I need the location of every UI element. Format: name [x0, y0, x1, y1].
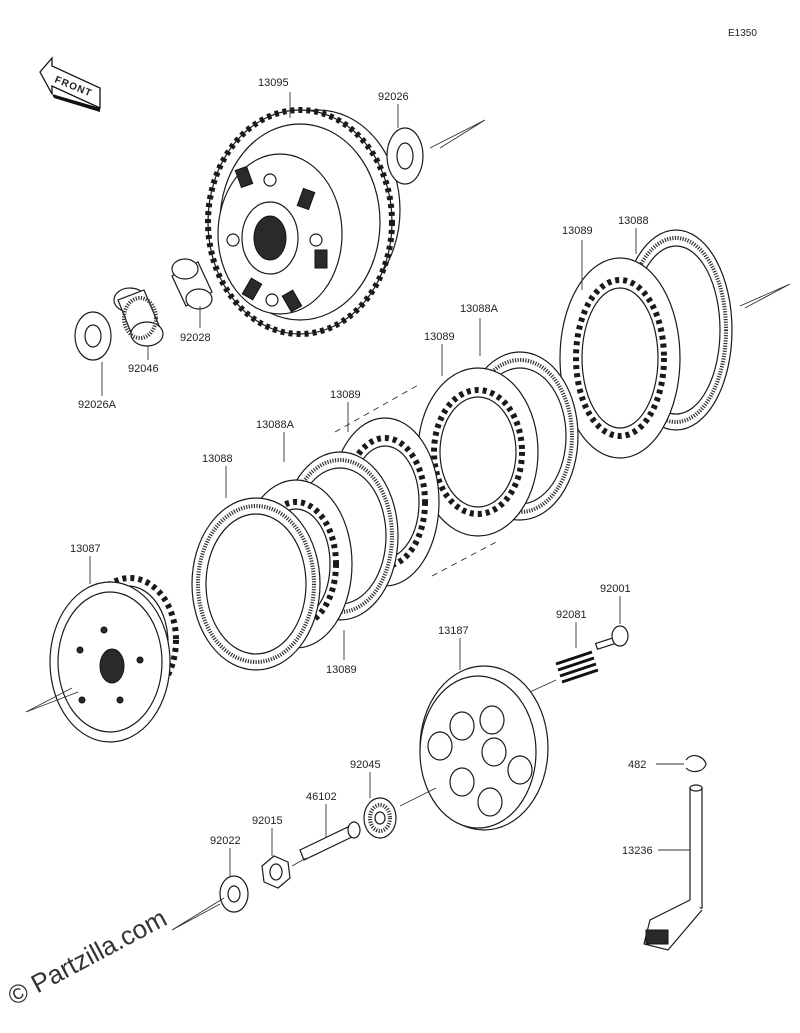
steel-plate-13089-top [559, 257, 681, 459]
washer-92026 [386, 127, 424, 185]
label-13088-top: 13088 [618, 215, 649, 227]
label-13095: 13095 [258, 77, 289, 89]
watermark: © Partzilla.com [3, 903, 172, 1012]
label-13088A-top: 13088A [460, 303, 499, 315]
label-92028: 92028 [180, 332, 211, 344]
needle-bearing-92046 [113, 287, 164, 347]
label-13089-bottom: 13089 [326, 664, 357, 676]
label-13089-top: 13089 [562, 225, 593, 237]
label-13236: 13236 [622, 845, 653, 857]
clutch-hub-13087 [49, 575, 179, 743]
spring-92081 [555, 650, 599, 684]
label-92046: 92046 [128, 363, 159, 375]
label-92001: 92001 [600, 583, 631, 595]
pressure-plate-13187 [419, 665, 549, 831]
washer-92022 [219, 875, 249, 913]
label-482: 482 [628, 759, 646, 771]
label-92015: 92015 [252, 815, 283, 827]
release-shaft-13236 [643, 784, 703, 951]
front-arrow-icon: FRONT [39, 56, 101, 112]
e-clip-482 [685, 755, 707, 773]
label-92026A: 92026A [78, 399, 117, 411]
label-92081: 92081 [556, 609, 587, 621]
bolt-92001 [594, 625, 629, 651]
sleeve-92028 [171, 258, 213, 310]
label-92045: 92045 [350, 759, 381, 771]
label-13089-left: 13089 [330, 389, 361, 401]
label-13089-mid: 13089 [424, 331, 455, 343]
steel-plate-13089-mid [417, 367, 539, 537]
diagram-code: E1350 [728, 28, 757, 39]
label-13088-left: 13088 [202, 453, 233, 465]
clutch-housing-13095 [205, 107, 401, 337]
ball-bearing-92045 [363, 797, 397, 839]
label-13088A-left: 13088A [256, 419, 295, 431]
friction-plate-13088-left [191, 497, 321, 671]
nut-92015 [261, 855, 291, 889]
label-92026: 92026 [378, 91, 409, 103]
label-13187: 13187 [438, 625, 469, 637]
label-46102: 46102 [306, 791, 337, 803]
washer-92026A [74, 311, 112, 361]
push-rod-46102 [299, 821, 361, 861]
label-13087: 13087 [70, 543, 101, 555]
label-92022: 92022 [210, 835, 241, 847]
